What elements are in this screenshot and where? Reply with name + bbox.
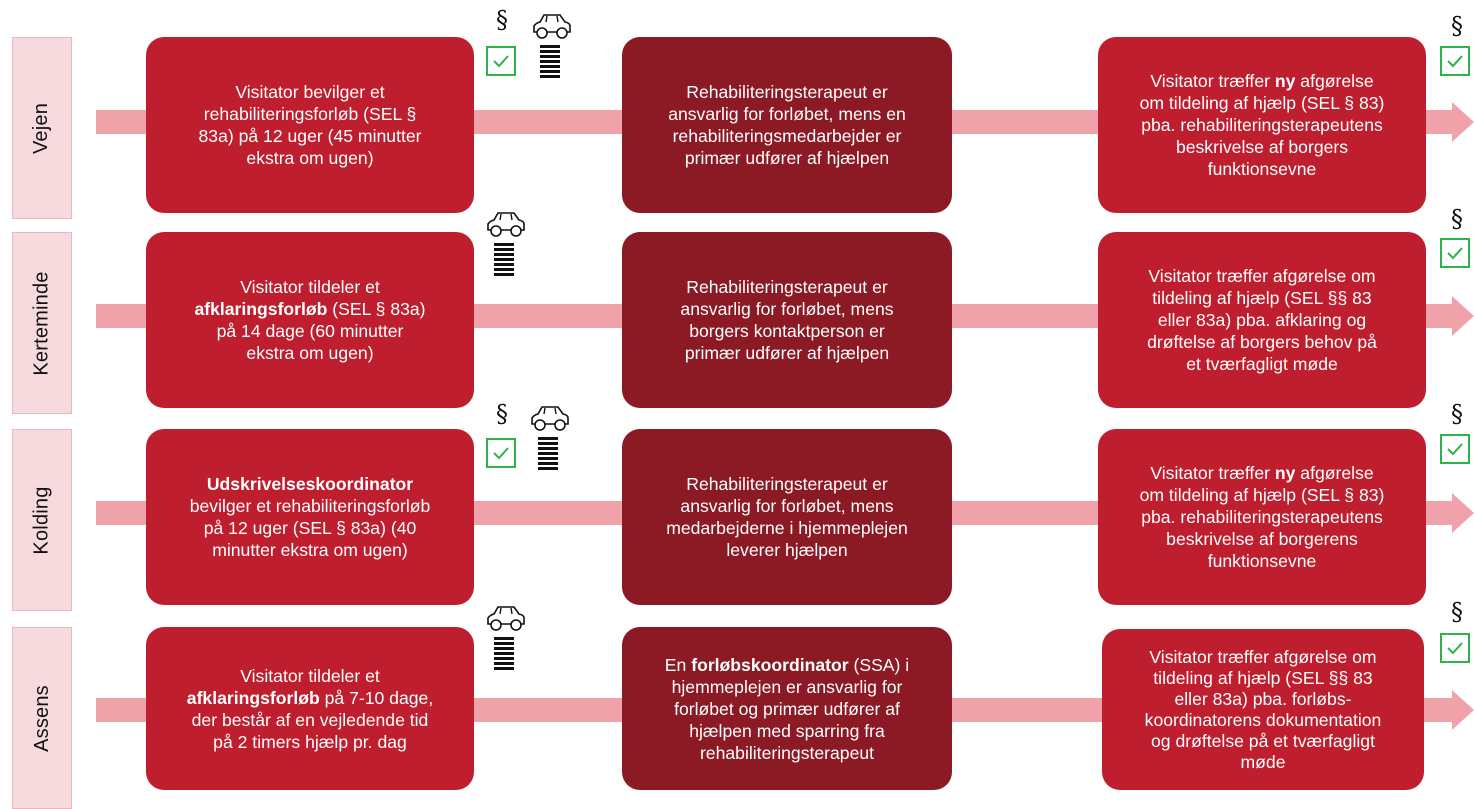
decision-box: Visitator træffer ny afgørelse om tildel… <box>1098 37 1426 213</box>
arrow-head <box>1452 493 1474 533</box>
check-icon <box>486 438 516 468</box>
check-icon <box>1440 434 1470 464</box>
row-kolding: Kolding Udskrivelseskoordinator bevilger… <box>0 427 1474 611</box>
decision-box: Visitator træffer afgørelse om tildeling… <box>1098 232 1426 408</box>
check-icon <box>1440 633 1470 663</box>
decision-box: Visitator træffer ny afgørelse om tildel… <box>1098 429 1426 605</box>
paragraph-icon: § <box>496 6 508 34</box>
check-icon <box>486 46 516 76</box>
responsibility-box: Rehabiliteringsterapeut er ansvarlig for… <box>622 429 952 605</box>
stack-icon <box>538 437 558 472</box>
row-label-vejen: Vejen <box>12 37 72 219</box>
allocation-box: Visitator tildeler et afklaringsforløb (… <box>146 232 474 408</box>
paragraph-icon: § <box>1451 400 1463 428</box>
stack-icon <box>494 637 514 672</box>
stack-icon <box>494 243 514 278</box>
arrow-head <box>1452 690 1474 730</box>
car-icon <box>487 212 525 237</box>
paragraph-icon: § <box>1451 205 1463 233</box>
allocation-box: Visitator tildeler et afklaringsforløb p… <box>146 627 474 790</box>
car-icon <box>531 406 569 431</box>
row-label-assens: Assens <box>12 627 72 809</box>
arrow-head <box>1452 296 1474 336</box>
row-label-kerteminde: Kerteminde <box>12 232 72 414</box>
car-icon <box>487 606 525 631</box>
check-icon <box>1440 238 1470 268</box>
row-kerteminde: Kerteminde Visitator tildeler et afklari… <box>0 230 1474 414</box>
stack-icon <box>540 45 560 80</box>
allocation-box: Udskrivelseskoordinator bevilger et reha… <box>146 429 474 605</box>
decision-box: Visitator træffer afgørelse om tildeling… <box>1102 629 1424 790</box>
row-label-kolding: Kolding <box>12 429 72 611</box>
responsibility-box: Rehabiliteringsterapeut er ansvarlig for… <box>622 232 952 408</box>
check-icon <box>1440 46 1470 76</box>
car-icon <box>533 14 571 39</box>
responsibility-box: Rehabiliteringsterapeut er ansvarlig for… <box>622 37 952 213</box>
paragraph-icon: § <box>1451 12 1463 40</box>
paragraph-icon: § <box>496 400 508 428</box>
paragraph-icon: § <box>1451 598 1463 626</box>
allocation-box: Visitator bevilger et rehabiliteringsfor… <box>146 37 474 213</box>
row-vejen: Vejen Visitator bevilger et rehabiliteri… <box>0 37 1474 219</box>
row-assens: Assens Visitator tildeler et afklaringsf… <box>0 624 1474 809</box>
responsibility-box: En forløbskoordinator (SSA) i hjemmeplej… <box>622 627 952 790</box>
arrow-head <box>1452 102 1474 142</box>
